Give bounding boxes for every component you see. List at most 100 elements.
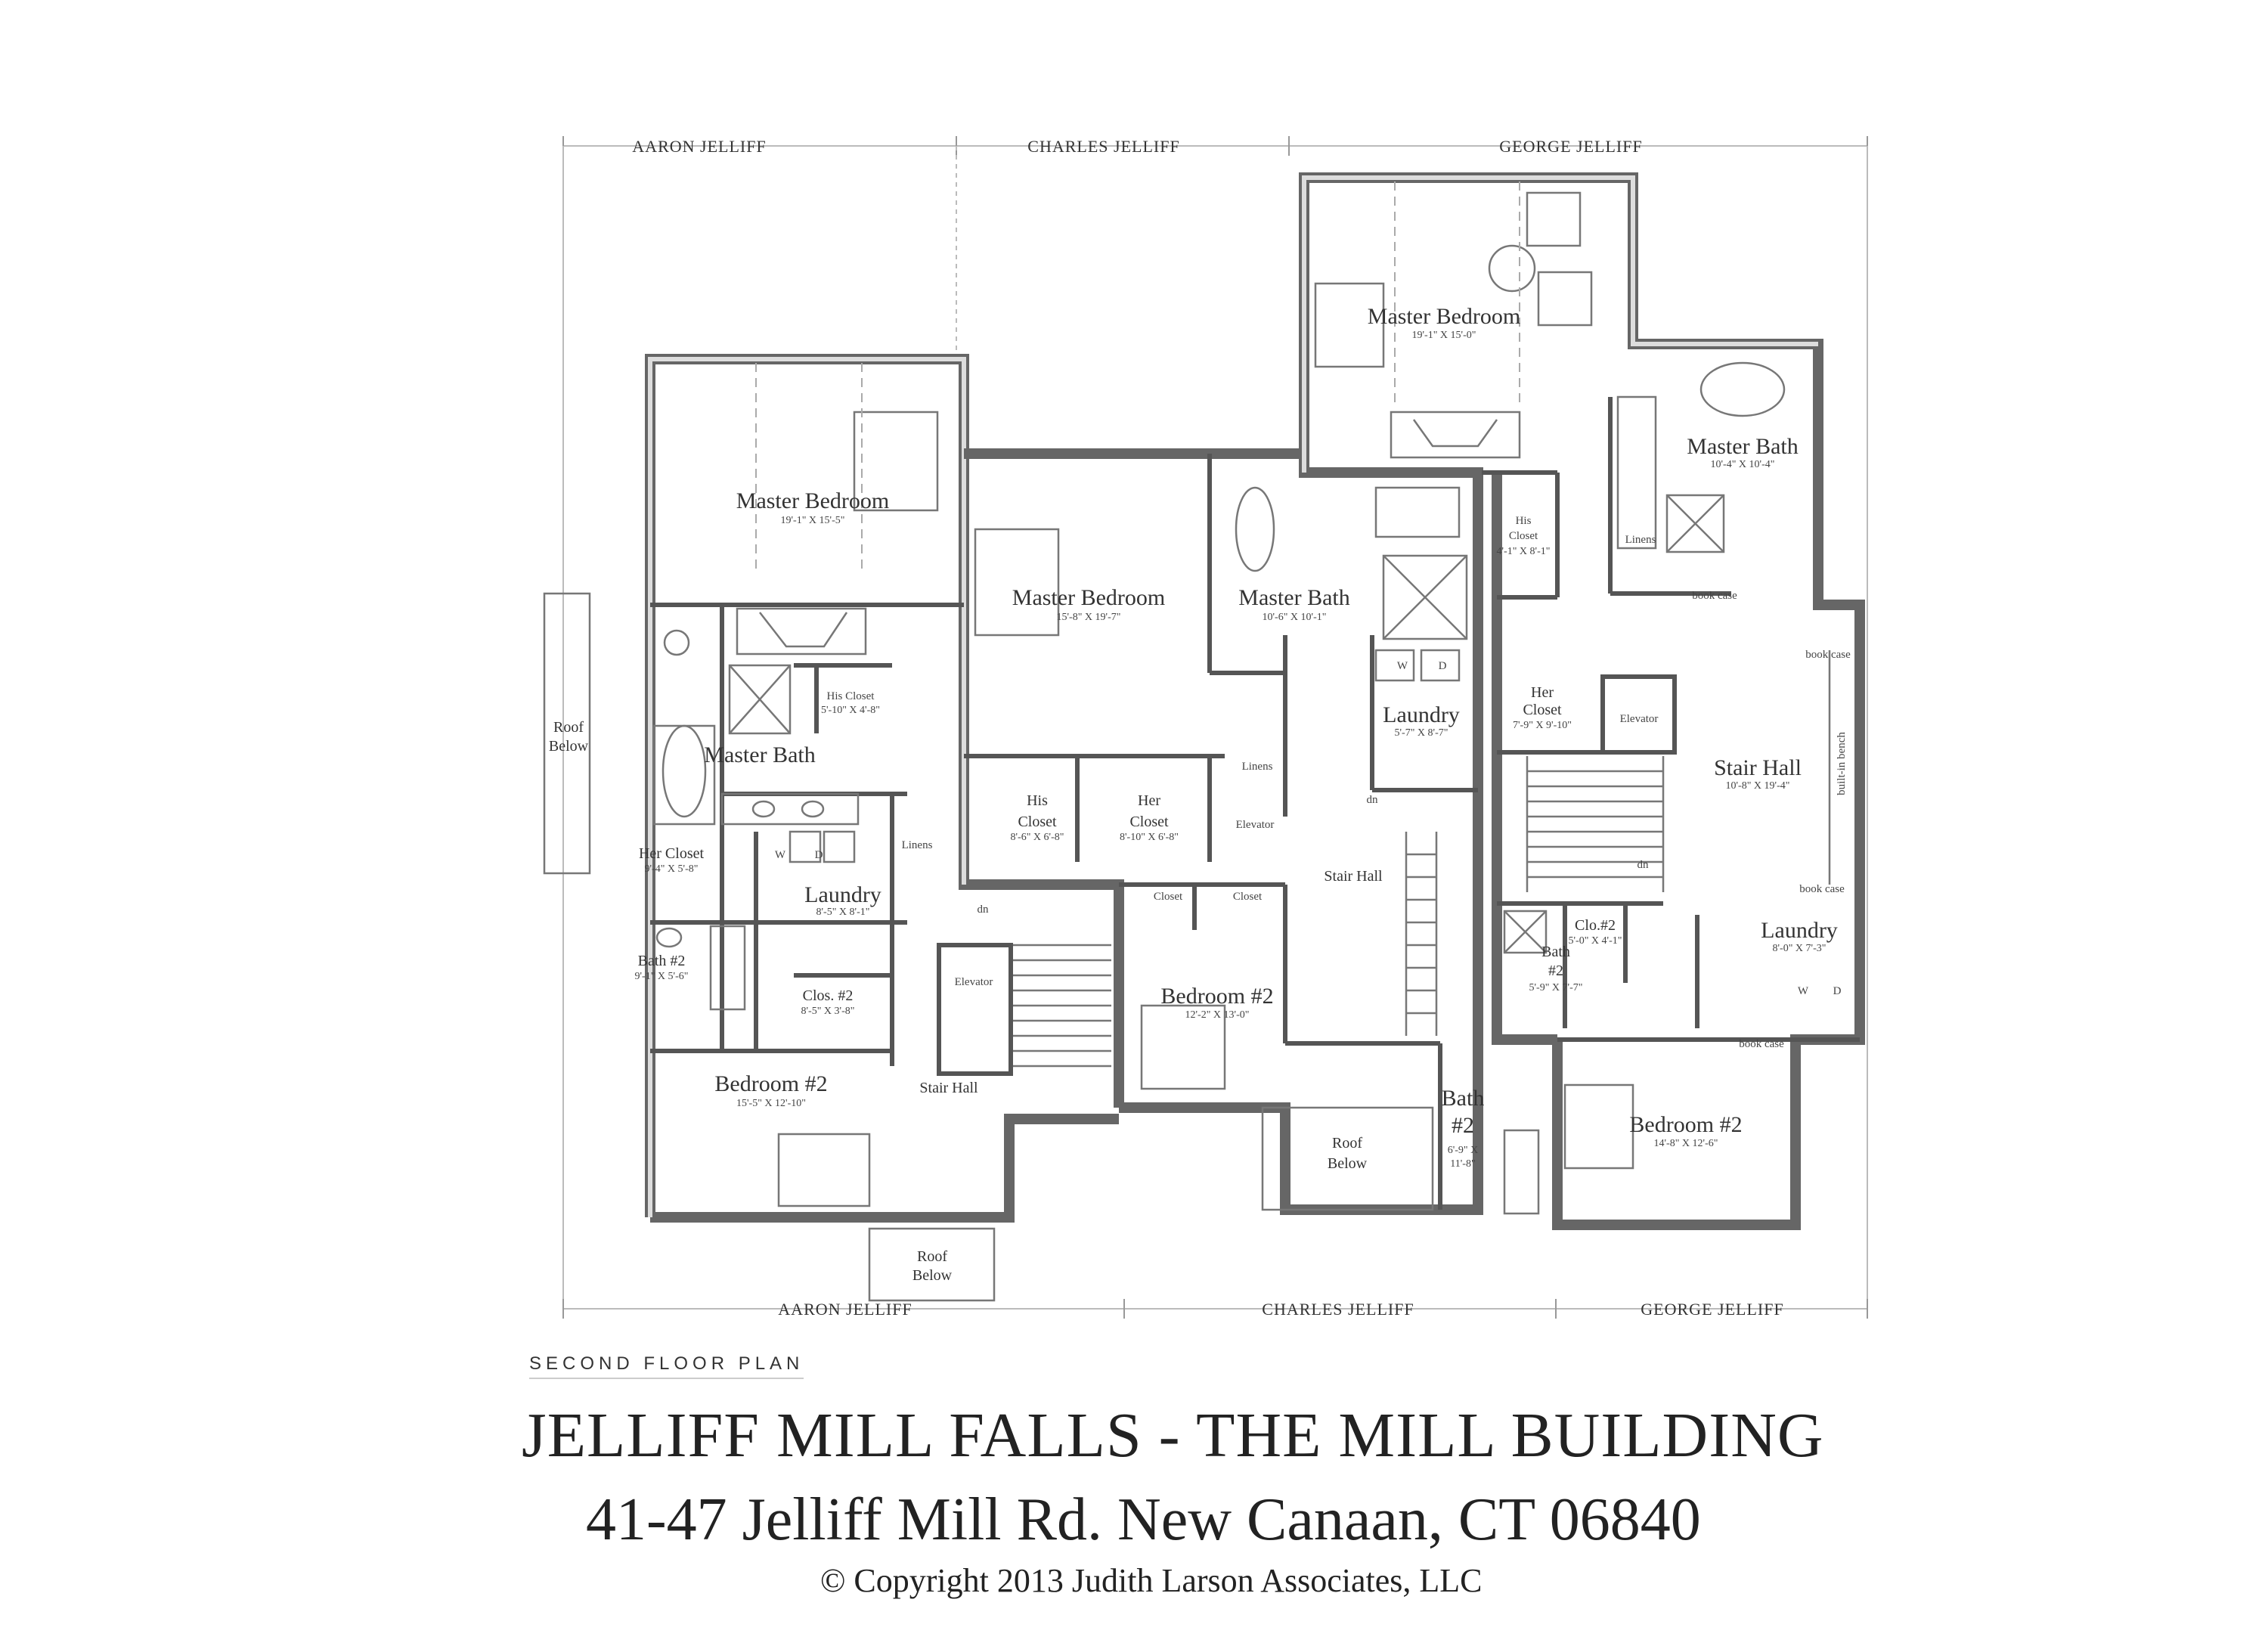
room-label-charles-bath2-2: #2 [1452, 1113, 1474, 1138]
room-label-george-bath2-2: #2 [1548, 962, 1563, 979]
room-label-charles-his-closet-2: Closet [1018, 814, 1057, 830]
down-marker-george: dn [1637, 859, 1650, 871]
bottom-dimension-line [562, 1299, 1868, 1319]
room-dim-aaron-bath2: 9'-1" X 5'-6" [635, 971, 689, 982]
room-label-charles-closet-1: Closet [1154, 891, 1183, 903]
room-label-charles-roof-1: Roof [1332, 1135, 1362, 1152]
room-dim-aaron-clos2: 8'-5" X 3'-8" [801, 1006, 855, 1017]
room-label-george-clos2: Clo.#2 [1575, 917, 1616, 934]
room-label-george-his-closet-1: His [1516, 515, 1532, 527]
room-dim-aaron-master-bedroom: 19'-1" X 15'-5" [781, 515, 845, 526]
dryer-charles: D [1439, 660, 1447, 672]
room-label-charles-linens: Linens [1242, 761, 1273, 773]
room-dim-george-her-closet: 7'-9" X 9'-10" [1513, 720, 1572, 731]
room-label-aaron-master-bedroom: Master Bedroom [736, 488, 889, 513]
room-dim-george-stair-hall: 10'-8" X 19'-4" [1726, 780, 1790, 792]
room-label-george-laundry: Laundry [1761, 918, 1838, 943]
dryer-george: D [1833, 985, 1842, 997]
room-dim-aaron-his-closet: 5'-10" X 4'-8" [821, 705, 880, 716]
down-marker-aaron: dn [978, 904, 990, 916]
room-dim-george-bath2: 5'-9" X 7'-7" [1529, 982, 1583, 993]
room-label-george-bath2-1: Bath [1541, 944, 1570, 960]
interior-walls [650, 397, 1860, 1210]
room-label-george-linens: Linens [1625, 534, 1656, 546]
unit-label-bottom-charles: CHARLES JELLIFF [1262, 1300, 1414, 1319]
room-label-aaron-bedroom2: Bedroom #2 [714, 1071, 827, 1096]
room-dim-george-bedroom2: 14'-8" X 12'-6" [1654, 1138, 1718, 1149]
room-dim-aaron-bedroom2: 15'-5" X 12'-10" [736, 1098, 806, 1109]
room-label-aaron-elevator: Elevator [955, 976, 993, 988]
room-dim-george-laundry: 8'-0" X 7'-3" [1773, 943, 1826, 954]
unit-label-bottom-aaron: AARON JELLIFF [778, 1300, 912, 1319]
unit-label-top-george: GEORGE JELLIFF [1499, 137, 1642, 156]
room-label-george-bookcase-3: book case [1799, 883, 1845, 895]
room-dim-george-master-bath: 10'-4" X 10'-4" [1711, 459, 1775, 470]
room-label-aaron-master-bath: Master Bath [704, 742, 815, 767]
room-dim-charles-bath2-1: 6'-9" X [1448, 1145, 1479, 1156]
room-label-george-bookcase-2: book case [1805, 649, 1851, 661]
plan-copyright: © Copyright 2013 Judith Larson Associate… [820, 1562, 1483, 1599]
room-label-aaron-roof-bottom-1: Roof [917, 1248, 947, 1265]
room-label-george-bookcase-4: book case [1739, 1038, 1784, 1050]
room-label-aaron-roof-bottom-2: Below [912, 1267, 953, 1284]
room-label-aaron-laundry: Laundry [804, 882, 881, 907]
top-dimension-line [562, 136, 1868, 1300]
room-dim-charles-master-bath: 10'-6" X 10'-1" [1263, 612, 1327, 623]
room-label-charles-her-closet-1: Her [1138, 792, 1160, 809]
room-dim-charles-laundry: 5'-7" X 8'-7" [1395, 727, 1448, 739]
room-label-charles-stair-hall: Stair Hall [1324, 868, 1383, 885]
unit-label-bottom-george: GEORGE JELLIFF [1641, 1300, 1783, 1319]
room-label-george-master-bath: Master Bath [1687, 434, 1798, 459]
unit-label-top-aaron: AARON JELLIFF [632, 137, 766, 156]
room-label-charles-master-bath: Master Bath [1238, 585, 1349, 610]
room-label-aaron-roof-side-2: Below [549, 738, 589, 755]
room-dim-charles-his-closet: 8'-6" X 6'-8" [1011, 832, 1064, 843]
down-marker-charles: dn [1367, 794, 1379, 806]
plan-subtitle: SECOND FLOOR PLAN [529, 1353, 804, 1379]
room-label-aaron-roof-side-1: Roof [553, 719, 584, 736]
fixtures [543, 181, 1831, 1302]
room-dim-aaron-her-closet: 9'-4" X 5'-8" [645, 863, 699, 875]
room-label-aaron-stair-hall: Stair Hall [919, 1080, 978, 1096]
room-label-aaron-his-closet: His Closet [827, 690, 875, 702]
unit-label-top-charles: CHARLES JELLIFF [1027, 137, 1179, 156]
room-label-george-bench: built-in bench [1836, 732, 1848, 795]
washer-charles: W [1397, 660, 1408, 672]
room-dim-charles-master-bedroom: 15'-8" X 19'-7" [1057, 612, 1121, 623]
room-label-charles-elevator: Elevator [1236, 819, 1275, 831]
room-label-george-master-bedroom: Master Bedroom [1368, 304, 1520, 329]
room-dim-aaron-laundry: 8'-5" X 8'-1" [816, 907, 870, 918]
exterior-walls [645, 172, 1865, 1230]
room-label-george-bookcase-1: book case [1692, 590, 1737, 602]
room-dim-charles-bath2-2: 11'-8" [1450, 1158, 1475, 1170]
room-label-george-bedroom2: Bedroom #2 [1629, 1112, 1742, 1137]
plan-title: JELLIFF MILL FALLS - THE MILL BUILDING [522, 1400, 1824, 1471]
room-label-aaron-linens: Linens [902, 839, 933, 851]
washer-aaron: W [775, 849, 786, 861]
room-dim-george-clos2: 5'-0" X 4'-1" [1569, 935, 1622, 947]
plan-address: 41-47 Jelliff Mill Rd. New Canaan, CT 06… [586, 1486, 1701, 1553]
room-label-charles-her-closet-2: Closet [1129, 814, 1169, 830]
room-label-george-her-closet-1: Her [1531, 684, 1554, 701]
room-label-aaron-bath2: Bath #2 [638, 953, 686, 969]
room-label-charles-roof-2: Below [1328, 1155, 1368, 1172]
room-label-charles-closet-2: Closet [1233, 891, 1263, 903]
room-dim-charles-bedroom2: 12'-2" X 13'-0" [1185, 1009, 1250, 1021]
room-label-charles-bedroom2: Bedroom #2 [1160, 984, 1273, 1009]
room-label-charles-bath2-1: Bath [1442, 1086, 1485, 1111]
dryer-aaron: D [815, 849, 823, 861]
room-label-aaron-clos2: Clos. #2 [803, 987, 854, 1004]
room-label-george-her-closet-2: Closet [1523, 702, 1562, 718]
room-label-charles-master-bedroom: Master Bedroom [1012, 585, 1165, 610]
room-label-george-stair-hall: Stair Hall [1714, 755, 1802, 780]
room-label-aaron-her-closet: Her Closet [639, 845, 705, 862]
room-label-george-his-closet-2: Closet [1509, 530, 1538, 542]
room-dim-george-his-closet: 4'-1" X 8'-1" [1497, 546, 1551, 557]
washer-george: W [1798, 985, 1809, 997]
caption-block: SECOND FLOOR PLAN JELLIFF MILL FALLS - T… [522, 1353, 1966, 1599]
room-dim-george-master-bedroom: 19'-1" X 15'-0" [1412, 330, 1476, 341]
room-label-charles-his-closet-1: His [1027, 792, 1048, 809]
room-label-charles-laundry: Laundry [1383, 702, 1460, 727]
room-label-george-elevator: Elevator [1620, 713, 1659, 725]
